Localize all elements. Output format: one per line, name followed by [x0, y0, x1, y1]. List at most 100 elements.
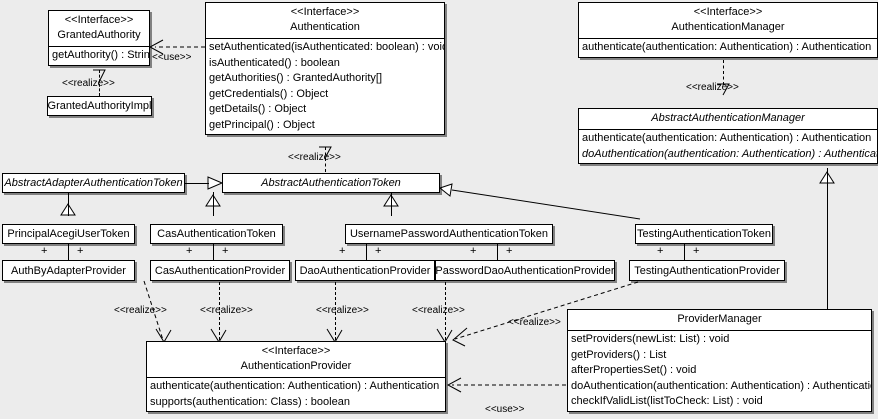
class-name-label: AuthenticationProvider	[240, 360, 352, 372]
class-provider-manager[interactable]: ProviderManager setProviders(newList: Li…	[567, 309, 872, 412]
assoc-marker: +	[77, 245, 84, 257]
class-name-label: PrincipalAcegiUserToken	[7, 228, 130, 240]
wire-assoc-principal-authbyadapter	[68, 243, 69, 260]
class-name-label: AbstractAuthenticationToken	[261, 177, 401, 189]
wire-principal-token-generalize	[68, 192, 69, 216]
class-name-label: CasAuthenticationToken	[157, 228, 276, 240]
class-granted-authority-header: <<Interface>> GrantedAuthority	[49, 11, 149, 46]
class-authentication-manager[interactable]: <<Interface>> AuthenticationManager auth…	[578, 2, 878, 58]
class-provider-manager-header: ProviderManager	[568, 310, 871, 330]
label-realize-cas-provider: <<realize>>	[200, 305, 253, 316]
operations-compartment: getAuthority() : String	[49, 47, 149, 65]
assoc-marker: +	[186, 245, 193, 257]
class-granted-authority-impl[interactable]: GrantedAuthorityImpl	[47, 96, 152, 116]
wire-granted-authority-impl-realize	[99, 70, 100, 96]
class-authentication-provider-header: <<Interface>> AuthenticationProvider	[147, 342, 445, 377]
class-abstract-authentication-token[interactable]: AbstractAuthenticationToken	[222, 173, 440, 193]
divider	[147, 377, 445, 378]
class-cas-authentication-provider[interactable]: CasAuthenticationProvider	[150, 260, 290, 281]
wire-provider-manager-generalize	[827, 168, 828, 309]
operation-row: doAuthentication(authentication: Authent…	[571, 379, 871, 392]
wire-assoc-passworddao	[497, 243, 498, 260]
wire-passworddao-provider-realize	[445, 282, 446, 340]
class-name-label: GrantedAuthorityImpl	[47, 100, 152, 112]
assoc-marker: +	[41, 245, 48, 257]
operation-row: checkIfValidList(listToCheck: List) : vo…	[571, 395, 763, 407]
class-principal-acegi-user-token[interactable]: PrincipalAcegiUserToken	[2, 224, 135, 244]
operations-compartment: setProviders(newList: List) : void getPr…	[568, 331, 871, 411]
label-realize-granted-authority-impl: <<realize>>	[62, 78, 115, 89]
operations-compartment: authenticate(authentication: Authenticat…	[579, 130, 877, 163]
wire-assoc-cas	[213, 243, 214, 260]
assoc-marker: +	[470, 245, 477, 257]
wire-abstract-manager-realize	[723, 60, 724, 85]
wire-dao-provider-realize	[335, 282, 336, 340]
class-authentication-header: <<Interface>> Authentication	[206, 3, 444, 38]
operation-row: setAuthenticated(isAuthenticated: boolea…	[209, 41, 444, 53]
class-password-dao-authentication-provider[interactable]: PasswordDaoAuthenticationProvider	[435, 260, 615, 281]
class-name-label: PasswordDaoAuthenticationProvider	[435, 264, 615, 277]
operation-row: getDetails() : Object	[209, 103, 307, 115]
assoc-marker: +	[506, 245, 513, 257]
operation-row: getAuthority() : String	[52, 49, 149, 61]
class-dao-authentication-provider[interactable]: DaoAuthenticationProvider	[295, 260, 435, 281]
class-name-label: AuthenticationManager	[671, 21, 785, 33]
operation-row: isAuthenticated() : boolean	[209, 56, 340, 69]
wire-userpass-token-generalize	[391, 192, 392, 216]
label-realize-authentication-manager: <<realize>>	[686, 82, 739, 93]
divider	[49, 46, 149, 47]
class-name-label: UsernamePasswordAuthenticationToken	[349, 228, 549, 240]
operation-row: getProviders() : List	[571, 348, 667, 361]
wire-assoc-dao	[366, 243, 367, 260]
stereotype-label: <<Interface>>	[261, 345, 331, 357]
operation-row: authenticate(authentication: Authenticat…	[582, 132, 872, 144]
class-name-label: AbstractAuthenticationManager	[651, 112, 805, 124]
class-name-label: AuthByAdapterProvider	[11, 264, 126, 277]
operations-compartment: authenticate(authentication: Authenticat…	[579, 39, 877, 57]
class-authentication-provider[interactable]: <<Interface>> AuthenticationProvider aut…	[146, 341, 446, 412]
class-name-label: DaoAuthenticationProvider	[299, 264, 431, 277]
divider	[206, 38, 444, 39]
class-name-label: TestingAuthenticationProvider	[634, 264, 780, 277]
stereotype-label: <<Interface>>	[290, 6, 360, 18]
stereotype-label: <<Interface>>	[64, 14, 134, 26]
wire-abstract-token-realize	[325, 147, 326, 172]
class-auth-by-adapter-provider[interactable]: AuthByAdapterProvider	[2, 260, 135, 281]
label-realize-testing-provider: <<realize>>	[508, 317, 561, 328]
operation-row: getAuthorities() : GrantedAuthority[]	[209, 72, 383, 84]
assoc-marker: +	[339, 245, 346, 257]
class-username-password-authentication-token[interactable]: UsernamePasswordAuthenticationToken	[345, 224, 553, 244]
wire-adapter-token-generalize	[185, 183, 209, 184]
wire-cas-token-generalize	[213, 192, 214, 216]
class-name-label: Authentication	[290, 21, 360, 33]
class-abstract-adapter-authentication-token[interactable]: AbstractAdapterAuthenticationToken	[2, 173, 185, 193]
operation-row: getPrincipal() : Object	[209, 118, 315, 131]
class-cas-authentication-token[interactable]: CasAuthenticationToken	[150, 224, 283, 244]
operations-compartment: authenticate(authentication: Authenticat…	[147, 378, 445, 411]
wire-cas-provider-realize	[219, 282, 220, 340]
class-name-label: AbstractAdapterAuthenticationToken	[4, 177, 183, 189]
divider	[568, 330, 871, 331]
label-realize-auth-by-adapter: <<realize>>	[114, 305, 167, 316]
class-abstract-authentication-manager-header: AbstractAuthenticationManager	[579, 109, 877, 129]
class-authentication[interactable]: <<Interface>> Authentication setAuthenti…	[205, 2, 445, 135]
assoc-marker: +	[657, 245, 664, 257]
class-testing-authentication-token[interactable]: TestingAuthenticationToken	[635, 224, 773, 244]
class-name-label: CasAuthenticationProvider	[154, 264, 286, 277]
class-testing-authentication-provider[interactable]: TestingAuthenticationProvider	[629, 260, 785, 281]
stereotype-label: <<Interface>>	[693, 6, 763, 18]
divider	[579, 129, 877, 130]
class-granted-authority[interactable]: <<Interface>> GrantedAuthority getAuthor…	[48, 10, 150, 66]
operation-row: authenticate(authentication: Authenticat…	[150, 380, 440, 392]
assoc-marker: +	[222, 245, 229, 257]
label-use-granted-authority: <<use>>	[152, 52, 192, 63]
class-abstract-authentication-manager[interactable]: AbstractAuthenticationManager authentica…	[578, 108, 878, 164]
wire-assoc-testing	[684, 243, 685, 260]
divider	[579, 38, 877, 39]
label-realize-password-dao-provider: <<realize>>	[412, 305, 465, 316]
assoc-marker: +	[693, 245, 700, 257]
operations-compartment: setAuthenticated(isAuthenticated: boolea…	[206, 39, 444, 134]
operation-row: setProviders(newList: List) : void	[571, 333, 730, 345]
class-authentication-manager-header: <<Interface>> AuthenticationManager	[579, 3, 877, 38]
